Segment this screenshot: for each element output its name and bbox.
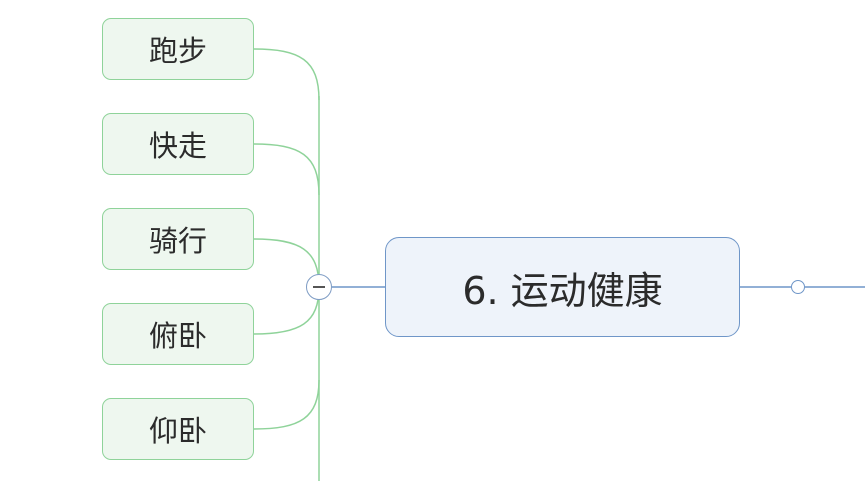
child-topic-label: 俯卧	[148, 319, 207, 353]
branch-curve-5	[253, 379, 320, 430]
collapse-branch-button[interactable]	[306, 274, 332, 300]
branch-curve-2	[253, 143, 320, 196]
child-topic-label: 快走	[148, 129, 207, 163]
circle-handle-icon[interactable]	[791, 280, 805, 294]
main-topic-label: 6. 运动健康	[462, 268, 663, 313]
child-topic-push-up[interactable]: 俯卧	[102, 303, 254, 365]
child-topic-sit-up[interactable]: 仰卧	[102, 398, 254, 460]
branch-curve-1	[253, 48, 320, 101]
child-topic-running[interactable]: 跑步	[102, 18, 254, 80]
child-topic-cycling[interactable]: 骑行	[102, 208, 254, 270]
main-topic-node[interactable]: 6. 运动健康	[385, 237, 740, 337]
minus-icon	[313, 286, 325, 288]
child-topic-label: 跑步	[148, 34, 207, 68]
child-topic-label: 仰卧	[148, 414, 207, 448]
child-topic-brisk-walk[interactable]: 快走	[102, 113, 254, 175]
child-topic-label: 骑行	[148, 224, 207, 258]
